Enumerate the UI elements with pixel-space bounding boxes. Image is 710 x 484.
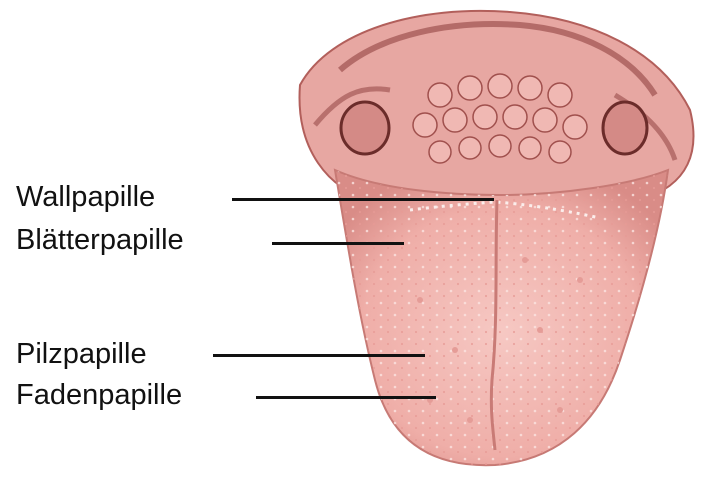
tongue-root xyxy=(300,11,694,200)
leader-line-fadenpapille xyxy=(256,396,436,399)
label-wallpapille: Wallpapille xyxy=(16,183,155,212)
leader-line-blaetterpapille xyxy=(272,242,404,245)
leader-line-pilzpapille xyxy=(213,354,425,357)
label-fadenpapille: Fadenpapille xyxy=(16,381,182,410)
tongue-body xyxy=(335,170,668,465)
label-blaetterpapille: Blätterpapille xyxy=(16,226,184,255)
label-pilzpapille: Pilzpapille xyxy=(16,340,147,369)
leader-line-wallpapille xyxy=(232,198,494,201)
left-tonsil-icon xyxy=(341,102,389,154)
right-tonsil-icon xyxy=(603,102,647,154)
